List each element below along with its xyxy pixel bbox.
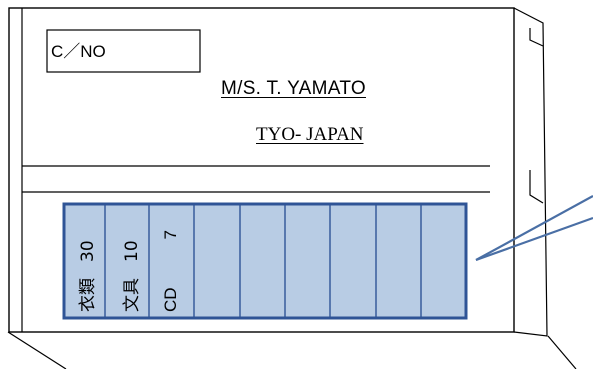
label-pointer-line-2 [475,216,593,262]
carton-bottom-right-edge [547,335,577,369]
content-item-name: CD [161,287,180,312]
content-item-quantity: 7 [161,229,180,240]
contents-label-panel [62,202,468,320]
content-entry-2: 文具 10 [117,240,142,312]
content-item-name: 衣類 [78,278,98,312]
content-entry-3: CD 7 [161,230,181,312]
case-number-label: C／NO [51,42,106,61]
carton-side-notch-bottom [529,170,544,204]
carton-side-notch-top [529,28,544,47]
case-number-box [46,29,201,73]
label-pointer-line-1 [475,195,593,261]
content-entry-1: 衣類 30 [73,240,98,312]
contents-label-columns [104,205,422,317]
destination-port-text: TYO- JAPAN [256,124,364,145]
content-item-quantity: 30 [78,240,98,262]
carton-bottom-left-edge [7,331,67,369]
content-item-name: 文具 [122,278,142,312]
carton-right-side-panel [513,7,548,337]
consignee-text: M/S. T. YAMATO [221,78,366,99]
content-item-quantity: 10 [122,240,142,262]
